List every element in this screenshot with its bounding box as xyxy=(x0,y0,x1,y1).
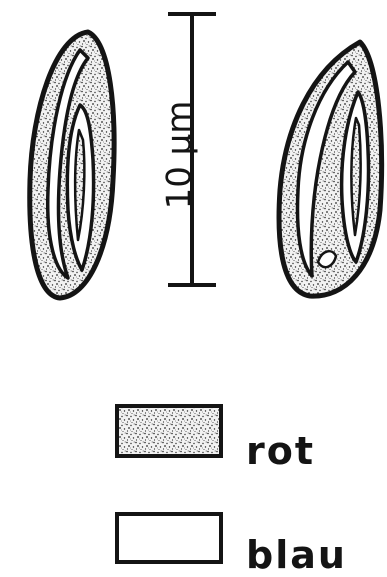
scale-bar-label: 10 µm xyxy=(160,101,200,210)
scale-bar: 10 µm xyxy=(160,14,217,285)
legend-label-rot: rot xyxy=(246,432,315,470)
legend-label-blau: blau xyxy=(246,536,347,574)
legend-swatch-rot xyxy=(117,406,221,456)
right-cell xyxy=(279,42,382,296)
left-cell xyxy=(30,32,114,298)
legend-swatch-blau xyxy=(117,514,221,562)
